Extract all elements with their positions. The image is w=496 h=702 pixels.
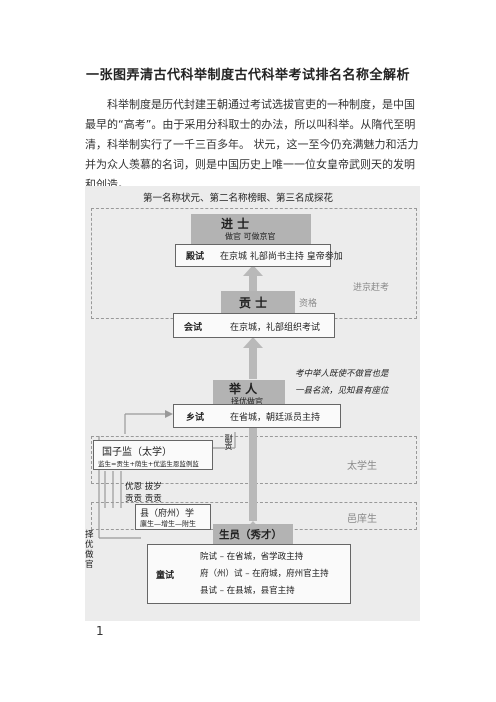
guozijian-title: 国子监（太学）	[102, 447, 172, 458]
huishi-label: 会试	[184, 323, 203, 333]
juren-note-1: 考中举人既使不做官也是	[295, 369, 389, 379]
xianxue-sub: 廪生—增生—附生	[140, 520, 196, 528]
gong-types-2: 贡贡 贡贡	[125, 494, 162, 504]
xiangshi-label: 乡试	[186, 413, 205, 423]
xianxue-title: 县（府州）学	[140, 509, 195, 519]
dianshi-desc: 在京城 礼部尚书主持 皇帝参加	[220, 252, 343, 262]
guozijian-box: 国子监（太学） 监生=贡生+荫生+优监生恩监例监	[93, 440, 213, 470]
exam-diagram: 第一名称状元、第二名称榜眼、第三名成探花 进 士 做官 可做京官 殿试 在京城 …	[85, 186, 420, 621]
gongshi-title: 贡 士	[239, 296, 268, 310]
huishi-box: 会试 在京城，礼部组织考试	[173, 313, 335, 338]
juren-note-2: 一县名流，见知县有座位	[295, 386, 389, 396]
tongshi-box: 童试 院试 – 在省城，省学政主持 府（州）试 – 在府城，府州官主持 县试 –…	[147, 544, 351, 604]
gongshi-header: 贡 士	[221, 291, 295, 313]
gong-types-1: 优恩 拔岁	[125, 482, 162, 492]
huishi-desc: 在京城，礼部组织考试	[230, 323, 321, 333]
dianshi-box: 殿试 在京城 礼部尚书主持 皇帝参加	[175, 244, 343, 267]
juren-title: 举 人	[229, 382, 258, 396]
xiangshi-box: 乡试 在省城，朝廷派员主持	[173, 404, 341, 428]
shengyuan-header: 生员（秀才）	[213, 524, 293, 544]
yixiang-label: 邑庠生	[347, 514, 377, 525]
guozijian-sub: 监生=贡生+荫生+优监生恩监例监	[98, 460, 199, 468]
page-number: 1	[96, 624, 104, 638]
jinjing-label: 进京赶考	[353, 283, 390, 293]
tongshi-line-3: 县试 – 在县城，县官主持	[200, 586, 295, 596]
tongshi-label: 童试	[156, 571, 175, 581]
xiangshi-desc: 在省城，朝廷派员主持	[230, 413, 321, 423]
juren-sub: 择优做官	[231, 397, 263, 406]
document-title: 一张图弄清古代科举制度古代科举考试排名名称全解析	[85, 68, 410, 83]
tongshi-line-2: 府（州）试 – 在府城，府州官主持	[200, 569, 329, 579]
xianxue-box: 县（府州）学 廪生—增生—附生	[135, 504, 211, 530]
gongshi-qualifier: 资格	[299, 299, 318, 309]
intro-paragraph: 科举制度是历代封建王朝通过考试选拔官吏的一种制度，是中国最早的“高考”。由于采用…	[85, 98, 419, 191]
jinshi-header: 进 士 做官 可做京官	[191, 214, 311, 244]
zeyou-label: 择优做官	[85, 530, 94, 570]
jinshi-sub: 做官 可做京官	[225, 232, 276, 241]
taixuesheng-label: 太学生	[347, 461, 377, 472]
fugong-label: 副贡	[224, 434, 233, 450]
juren-header: 举 人 择优做官	[213, 380, 285, 408]
dianshi-label: 殿试	[186, 252, 205, 262]
tongshi-line-1: 院试 – 在省城，省学政主持	[200, 552, 304, 562]
jinshi-title: 进 士	[221, 217, 250, 231]
shengyuan-title: 生员（秀才）	[219, 529, 282, 541]
top-note: 第一名称状元、第二名称榜眼、第三名成探花	[143, 193, 334, 204]
